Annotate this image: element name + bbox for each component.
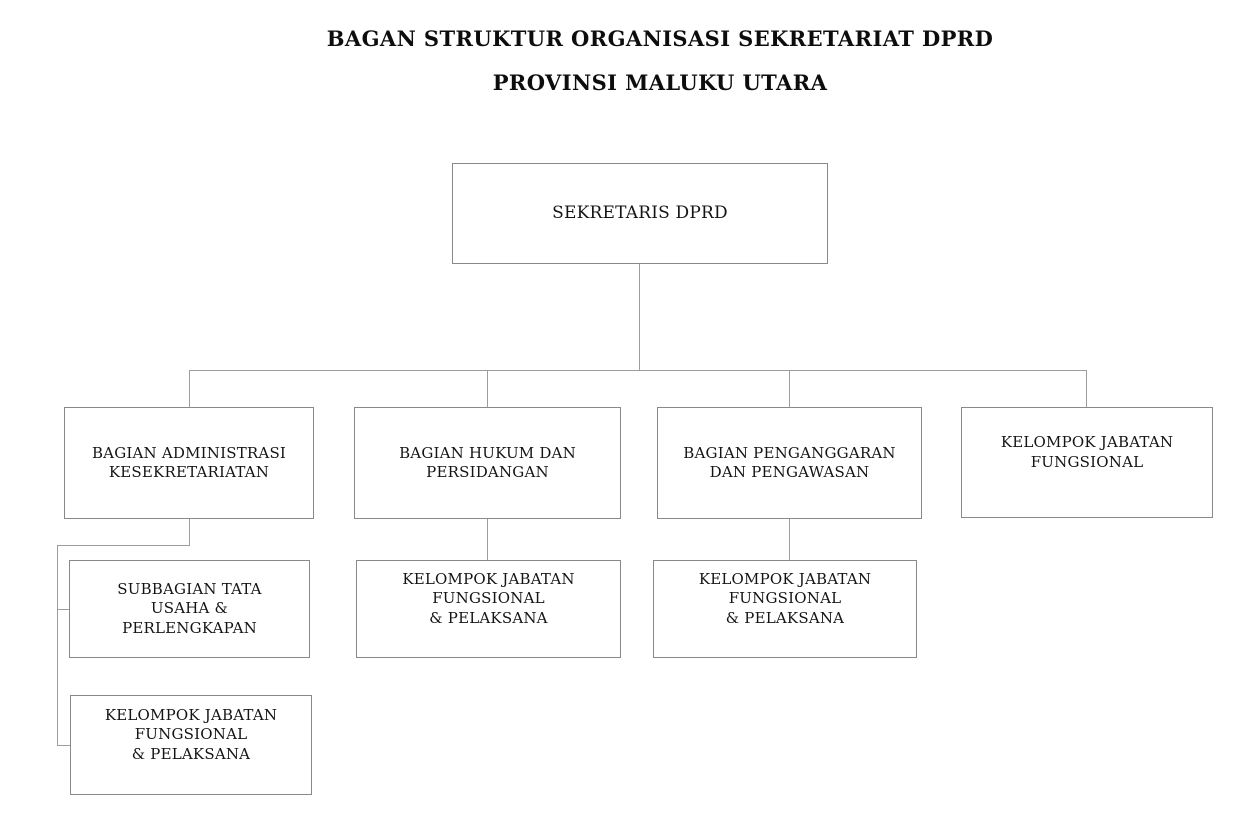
chart-title-line2: PROVINSI MALUKU UTARA — [492, 70, 828, 95]
connector-drop-bagian-hukum — [487, 370, 488, 407]
connector-root-drop — [639, 264, 640, 371]
chart-title-line1: BAGAN STRUKTUR ORGANISASI SEKRETARIAT DP… — [326, 26, 994, 51]
node-kelompok-fungsional-pelaksana-penganggaran: KELOMPOK JABATAN FUNGSIONAL & PELAKSANA — [653, 560, 917, 658]
node-kelompok-jabatan-fungsional: KELOMPOK JABATAN FUNGSIONAL — [961, 407, 1213, 518]
connector-stub-subbagian — [57, 609, 69, 610]
connector-penganggaran-to-child — [789, 519, 790, 560]
connector-drop-bagian-administrasi — [189, 370, 190, 407]
connector-administrasi-elbow-down — [189, 519, 190, 546]
connector-stub-kelompok-administrasi — [57, 745, 70, 746]
connector-hukum-to-child — [487, 519, 488, 560]
node-kelompok-fungsional-pelaksana-administrasi: KELOMPOK JABATAN FUNGSIONAL & PELAKSANA — [70, 695, 312, 795]
node-bagian-administrasi-kesekretariatan: BAGIAN ADMINISTRASI KESEKRETARIATAN — [64, 407, 314, 519]
connector-drop-kelompok-fungsional — [1086, 370, 1087, 407]
node-bagian-hukum-dan-persidangan: BAGIAN HUKUM DAN PERSIDANGAN — [354, 407, 621, 519]
connector-level2-rail — [189, 370, 1087, 371]
connector-administrasi-elbow-left — [57, 545, 190, 546]
node-kelompok-fungsional-pelaksana-hukum: KELOMPOK JABATAN FUNGSIONAL & PELAKSANA — [356, 560, 621, 658]
node-subbagian-tata-usaha-perlengkapan: SUBBAGIAN TATA USAHA & PERLENGKAPAN — [69, 560, 310, 658]
connector-drop-bagian-penganggaran — [789, 370, 790, 407]
node-sekretaris-dprd: SEKRETARIS DPRD — [452, 163, 828, 264]
connector-administrasi-left-rail — [57, 545, 58, 746]
node-bagian-penganggaran-dan-pengawasan: BAGIAN PENGANGGARAN DAN PENGAWASAN — [657, 407, 922, 519]
